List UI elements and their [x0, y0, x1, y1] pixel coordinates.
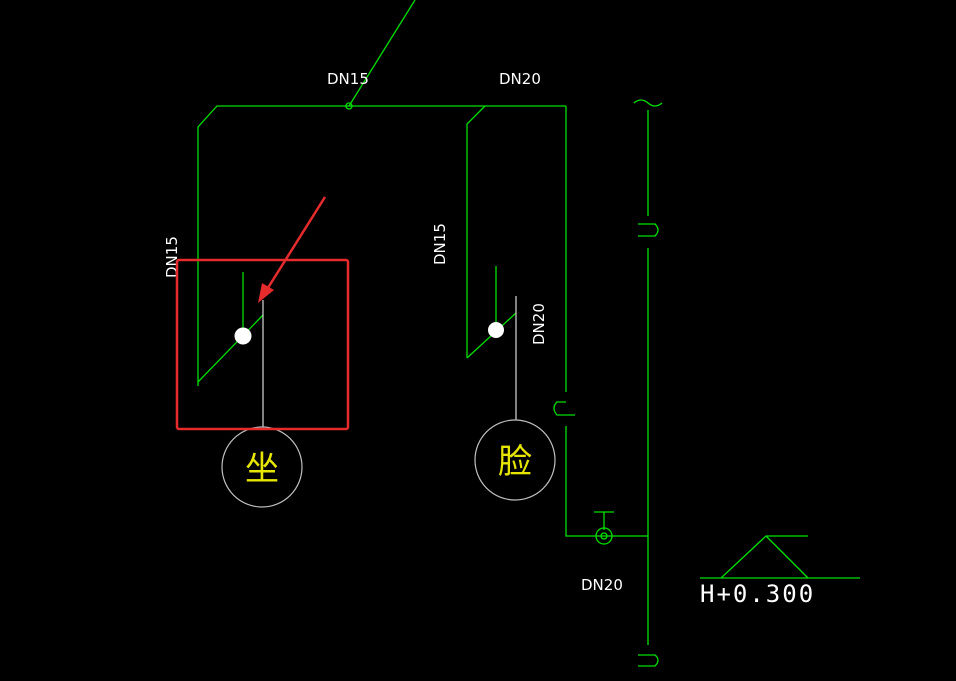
- top-right-pipe-label: DN20: [499, 70, 541, 88]
- washbasin-valve-icon: [488, 322, 504, 338]
- highlight-arrow-shaft: [264, 196, 327, 292]
- mid-riser-label: DN15: [431, 223, 449, 265]
- bottom-valve-inner-icon: [600, 532, 608, 540]
- stack-top-break-symbol: [633, 99, 663, 107]
- highlight-arrow-head-icon: [258, 283, 274, 303]
- main-horizontal-pipe: [197, 105, 566, 386]
- washbasin-fixture-circle: [474, 419, 556, 501]
- mid-right-riser-label: DN20: [530, 303, 548, 345]
- toilet-branch-diagonal: [197, 314, 264, 383]
- toilet-valve-icon: [234, 327, 252, 345]
- fixture-connectors: [262, 296, 517, 427]
- elevation-label: H+0.300: [700, 580, 815, 608]
- elevation-symbol: [700, 535, 860, 579]
- junction-node-icon: [345, 102, 353, 110]
- washbasin-riser-pipe: [466, 105, 486, 358]
- bottom-valve-outer-icon: [595, 527, 613, 545]
- toilet-fixture-circle: [221, 426, 303, 508]
- washbasin-fixture-label: 脸: [498, 442, 532, 482]
- stack-bottom-break-symbol: [638, 654, 659, 667]
- toilet-fixture-label: 坐: [245, 449, 279, 489]
- pipe-network: [197, 0, 663, 667]
- highlight-box: [175, 258, 350, 431]
- stack-mid-break-symbol: [638, 223, 659, 237]
- bottom-branch-label: DN20: [581, 576, 623, 594]
- right-riser-break-symbol: [553, 401, 575, 416]
- elevation-triangle-right: [765, 535, 809, 579]
- supply-diagonal-pipe: [348, 0, 416, 107]
- top-left-pipe-label: DN15: [327, 70, 369, 88]
- right-riser-lower: [565, 426, 648, 537]
- elevation-triangle-left: [720, 535, 808, 579]
- left-riser-label: DN15: [163, 236, 181, 278]
